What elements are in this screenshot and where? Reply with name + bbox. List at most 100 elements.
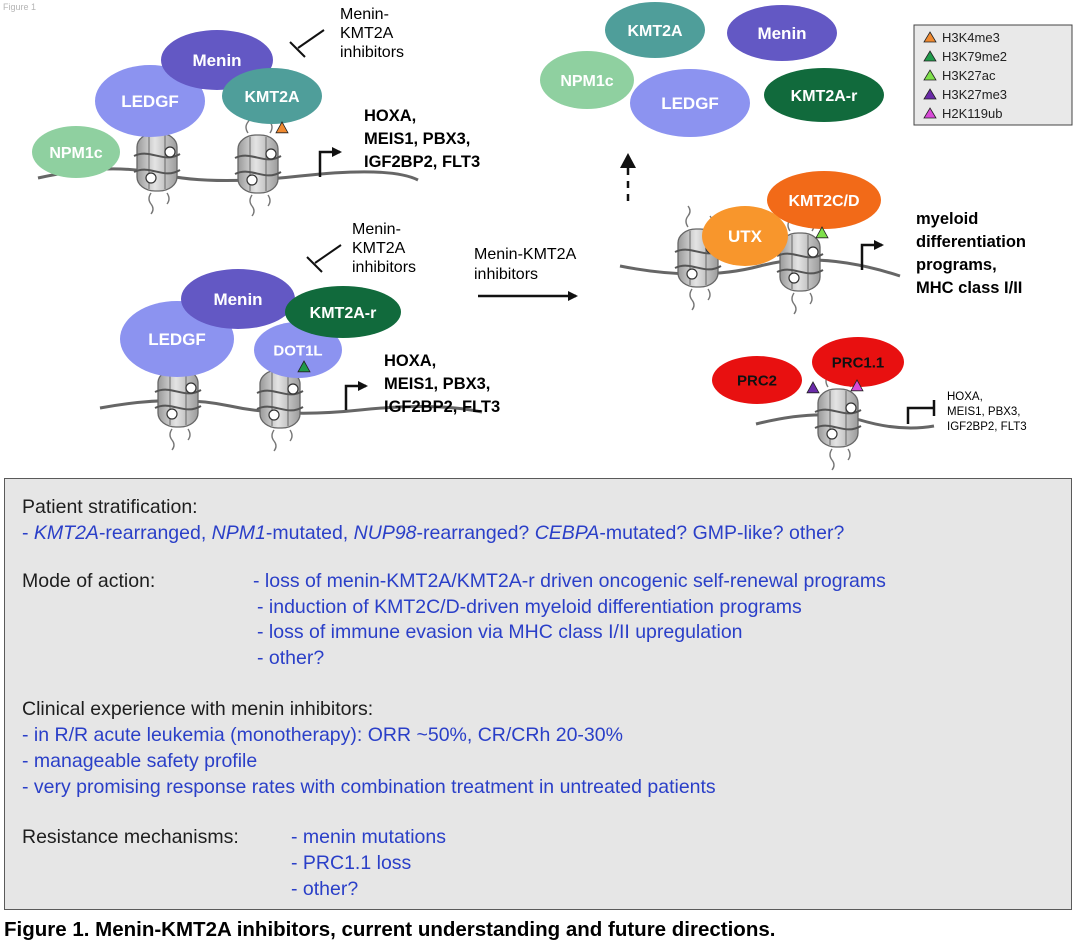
legend-marker (923, 88, 937, 100)
inhibitor-label-bottom-line-2: KMT2A (352, 240, 406, 257)
bottom-target-genes-line-1: HOXA, (384, 352, 436, 370)
dna-strand-right (619, 258, 901, 278)
legend-label: H3K27ac (942, 68, 996, 83)
gene-name: CEBPA (534, 522, 600, 544)
patient-stratification-heading: Patient stratification: (22, 496, 198, 518)
gene-start-arrow-right (860, 240, 884, 270)
protein-menin: Menin (181, 269, 295, 329)
stratification-text: -mutated, (265, 522, 354, 544)
protein-kmt2cd: KMT2C/D (767, 171, 881, 229)
patient-stratification-list: - KMT2A-rearranged, NPM1-mutated, NUP98-… (22, 521, 844, 545)
mode-of-action-item: - loss of immune evasion via MHC class I… (257, 621, 743, 643)
protein-ledgf-label: LEDGF (148, 330, 206, 349)
legend-label: H2K119ub (942, 106, 1002, 121)
legend-marker (923, 107, 937, 119)
stratification-text: -rearranged, (98, 522, 212, 544)
legend-marker (923, 50, 937, 62)
bottom-target-genes-line-3: IGF2BP2, FLT3 (384, 398, 500, 416)
legend-label: H3K4me3 (942, 30, 1000, 45)
h3k27ac-mark (815, 226, 829, 239)
gene-name: KMT2A (33, 522, 99, 544)
inhibitor-label-top-line-1: Menin- (340, 6, 389, 23)
protein-prc2: PRC2 (712, 356, 802, 404)
protein-dot1l-label: DOT1L (273, 342, 322, 359)
gene-name: NUP98 (353, 522, 417, 544)
protein-kmt2a-label: KMT2A (244, 89, 300, 106)
protein-utx-label: UTX (728, 227, 763, 246)
protein-kmt2a-r-label: KMT2A-r (791, 88, 858, 105)
protein-kmt2cd-label: KMT2C/D (788, 193, 859, 210)
mode-of-action-item: - other? (257, 647, 325, 669)
protein-menin-label: Menin (757, 24, 806, 43)
repressed-genes-line-1: HOXA, (947, 391, 983, 403)
nucleosome (776, 209, 824, 315)
myeloid-target-line-1: myeloid (916, 210, 978, 228)
inhibitor-label-top-line-2: KMT2A (340, 25, 394, 42)
resistance-item: - other? (291, 878, 359, 900)
myeloid-target-line-2: differentiation (916, 233, 1026, 251)
release-arrow-head (620, 153, 636, 168)
protein-prc1-1: PRC1.1 (812, 337, 904, 387)
protein-menin-label: Menin (213, 290, 262, 309)
repressed-genes-line-3: IGF2BP2, FLT3 (947, 421, 1027, 433)
protein-ledgf-label: LEDGF (121, 92, 179, 111)
resistance-item: - menin mutations (291, 826, 446, 848)
clinical-experience-item: - in R/R acute leukemia (monotherapy): O… (22, 724, 623, 746)
gene-name: NPM1 (211, 522, 266, 544)
dna-and-nucleosomes (37, 109, 936, 471)
protein-npm1c-label: NPM1c (49, 145, 102, 162)
protein-menin-label: Menin (192, 51, 241, 70)
nucleosome (256, 346, 304, 452)
resistance-item: - PRC1.1 loss (291, 852, 412, 874)
legend-label: H3K79me2 (942, 49, 1007, 64)
mode-of-action-heading: Mode of action: (22, 570, 156, 592)
legend-label: H3K27me3 (942, 87, 1007, 102)
stratification-dash: - (22, 522, 34, 544)
myeloid-target-line-3: programs, (916, 256, 997, 274)
histone-mark-legend (913, 24, 1073, 126)
dna-strand-repressed (755, 413, 935, 430)
top-target-genes-line-1: HOXA, (364, 107, 416, 125)
treatment-arrow-label-line-1: Menin-KMT2A (474, 246, 577, 263)
gene-start-arrow-top (318, 147, 342, 177)
stratification-text: -mutated? GMP-like? other? (599, 522, 845, 544)
h2k119ub-mark (850, 379, 864, 392)
protein-ledgf: LEDGF (95, 65, 205, 137)
clinical-experience-item: - manageable safety profile (22, 750, 258, 772)
protein-npm1c: NPM1c (32, 126, 120, 178)
protein-ledgf: LEDGF (630, 69, 750, 137)
stratification-text: -rearranged? (416, 522, 535, 544)
protein-kmt2a: KMT2A (605, 2, 705, 58)
top-target-genes-line-3: IGF2BP2, FLT3 (364, 153, 480, 171)
inhibitor-label-top-line-3: inhibitors (340, 44, 404, 61)
inhibitor-bar-top (289, 29, 325, 58)
mechanism-diagram: NPM1cLEDGFMeninKMT2ALEDGFMeninDOT1LKMT2A… (32, 2, 1073, 471)
protein-npm1c: NPM1c (540, 51, 634, 109)
repressed-gene-start (906, 406, 934, 424)
protein-npm1c-label: NPM1c (560, 73, 613, 90)
inhibitor-label-bottom-line-3: inhibitors (352, 259, 416, 276)
top-target-genes-line-2: MEIS1, PBX3, (364, 130, 470, 148)
protein-dot1l: DOT1L (254, 322, 342, 378)
summary-panel: Patient stratification: - KMT2A-rearrang… (4, 478, 1072, 910)
bottom-target-genes-line-2: MEIS1, PBX3, (384, 375, 490, 393)
clinical-experience-heading: Clinical experience with menin inhibitor… (22, 698, 374, 720)
protein-kmt2a-label: KMT2A (627, 23, 683, 40)
nucleosome (814, 365, 862, 471)
h3k27me3-mark (806, 381, 820, 394)
legend-marker (923, 31, 937, 43)
protein-kmt2a-r-label: KMT2A-r (310, 305, 377, 322)
protein-kmt2a-r: KMT2A-r (764, 68, 884, 122)
protein-ledgf-label: LEDGF (661, 94, 719, 113)
h3k4me3-mark (275, 121, 289, 134)
mode-of-action-item: - induction of KMT2C/D-driven myeloid di… (257, 596, 802, 618)
inhibitor-bar-bottom (306, 244, 342, 273)
treatment-arrow-label-line-2: inhibitors (474, 266, 538, 283)
protein-prc2-label: PRC2 (737, 372, 777, 389)
figure-caption: Figure 1. Menin-KMT2A inhibitors, curren… (4, 918, 776, 941)
protein-prc1-1-label: PRC1.1 (832, 354, 885, 371)
protein-kmt2a-r: KMT2A-r (285, 286, 401, 338)
figure-corner-label: Figure 1 (3, 2, 37, 12)
h3k79me2-mark (297, 360, 311, 373)
